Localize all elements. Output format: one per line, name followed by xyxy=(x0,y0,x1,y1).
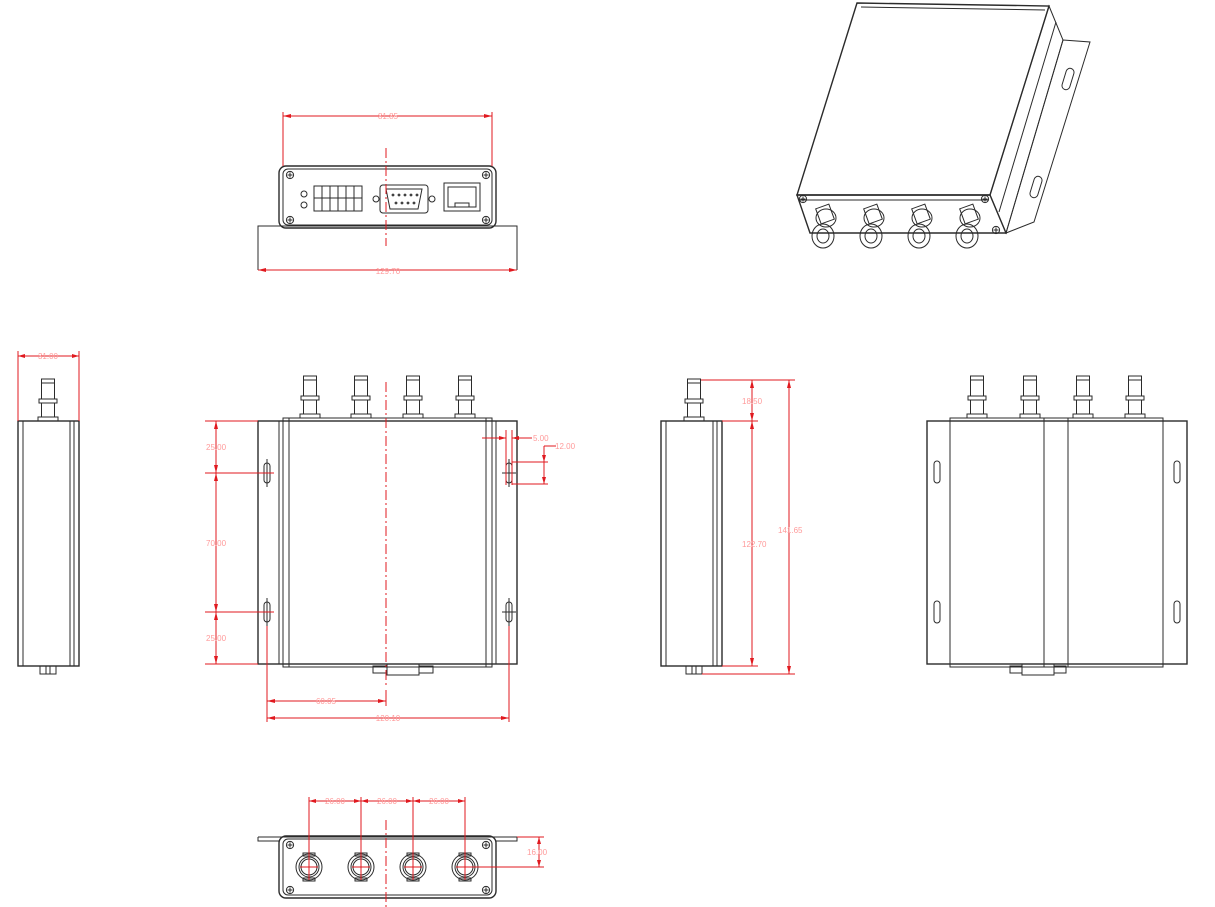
mounting-slot-icon xyxy=(933,600,941,624)
mounting-slot-icon xyxy=(933,460,941,484)
front-view: 81.85 129.70 xyxy=(257,112,518,276)
bnc-connector-iso xyxy=(955,203,981,249)
bnc-connector xyxy=(1072,375,1094,419)
rear-view: 26.00 26.00 26.00 16.00 xyxy=(257,797,548,907)
isometric-view xyxy=(796,2,1091,249)
dim-side-depth: 31.00 xyxy=(38,352,59,361)
dim-mount-top: 25.00 xyxy=(206,443,227,452)
bnc-connector xyxy=(454,375,476,419)
db9-bottom xyxy=(372,663,434,676)
dim-bnc-height: 18.50 xyxy=(742,397,763,406)
dim-front-flange-width: 129.70 xyxy=(376,267,401,276)
bnc-connector xyxy=(1019,375,1041,419)
mounting-slot-icon xyxy=(1173,460,1181,484)
mounting-slot-icon xyxy=(501,597,517,627)
mounting-slot-icon xyxy=(1173,600,1181,624)
dim-bnc-pitch-2: 26.00 xyxy=(377,797,398,806)
bnc-connector xyxy=(350,375,372,419)
dim-bnc-pitch-3: 26.00 xyxy=(429,797,450,806)
dim-front-panel-width: 81.85 xyxy=(378,112,399,121)
bnc-connector-iso xyxy=(811,203,837,249)
dim-half-hole-spacing: 60.05 xyxy=(316,697,337,706)
screw-icon xyxy=(980,194,990,204)
dim-bnc-pitch-1: 26.00 xyxy=(325,797,346,806)
screw-icon xyxy=(481,215,491,225)
bnc-connector xyxy=(299,375,321,419)
bnc-connector xyxy=(37,378,59,422)
dim-mount-pitch: 70.00 xyxy=(206,539,227,548)
bnc-connector xyxy=(966,375,988,419)
mounting-slot-icon xyxy=(501,458,517,488)
dim-slot-length: 12.00 xyxy=(555,442,576,451)
dim-slot-width: 5.00 xyxy=(533,434,549,443)
bnc-connector-iso xyxy=(859,203,885,249)
screw-icon xyxy=(481,840,491,850)
bnc-connector xyxy=(1124,375,1146,419)
screw-icon xyxy=(481,170,491,180)
side-view-right: 18.50 122.70 141.65 xyxy=(660,378,803,675)
bnc-connector xyxy=(402,375,424,419)
screw-icon xyxy=(285,170,295,180)
dim-bnc-axis-height: 16.00 xyxy=(527,848,548,857)
rj45-port xyxy=(443,182,481,212)
bnc-connector-iso xyxy=(907,203,933,249)
bottom-view xyxy=(926,375,1188,676)
screw-icon xyxy=(798,194,808,204)
screw-icon xyxy=(285,215,295,225)
bnc-connector xyxy=(683,378,705,422)
led-indicator xyxy=(300,190,308,198)
dim-overall-length: 141.65 xyxy=(778,526,803,535)
screw-icon xyxy=(285,885,295,895)
top-view: 25.00 70.00 25.00 5.00 12.00 60.05 120.1… xyxy=(205,375,576,723)
side-view-left: 31.00 xyxy=(17,351,80,675)
dim-body-length: 122.70 xyxy=(742,540,767,549)
dim-hole-spacing: 120.10 xyxy=(376,714,401,723)
dim-mount-bottom: 25.00 xyxy=(206,634,227,643)
led-indicator xyxy=(300,201,308,209)
screw-icon xyxy=(481,885,491,895)
terminal-block xyxy=(313,185,363,212)
db9-connector xyxy=(372,184,436,214)
screw-icon xyxy=(991,225,1001,235)
screw-icon xyxy=(285,840,295,850)
